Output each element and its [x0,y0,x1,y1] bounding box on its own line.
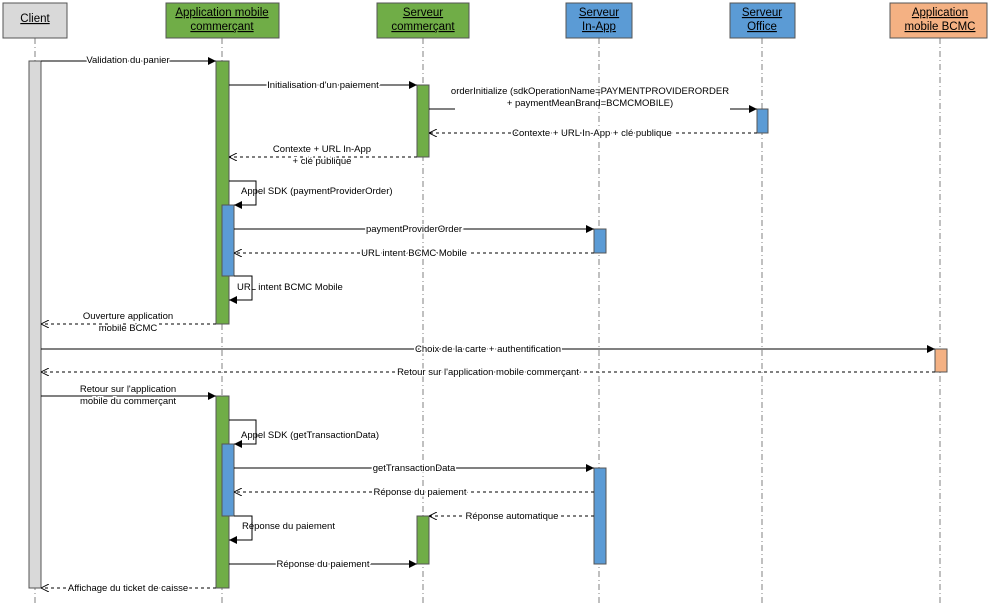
text-line: Initialisation d'un paiement [267,80,379,91]
message-reponse-paiement-serveur: Réponse du paiement [229,558,417,572]
activation-app-bcmc [934,348,948,373]
text-line: Réponse du paiement [277,559,370,570]
activation-app-sdk-2 [221,443,235,517]
text-line: Office [747,21,777,33]
text-line: Contexte + URL In-App + clé publique [512,128,672,139]
svg-text:Retour sur l'application mobil: Retour sur l'application mobile commerça… [397,367,579,378]
message-payment-provider-order: paymentProviderOrder [234,223,594,237]
text-line: mobile BCMC [905,21,976,33]
message-appel-sdk-payment: Appel SDK (paymentProviderOrder) [229,180,393,209]
text-line: Validation du panier [86,55,169,66]
svg-text:URL intent BCMC Mobile: URL intent BCMC Mobile [237,282,343,293]
text-line: URL intent BCMC Mobile [237,282,343,293]
text-line: Appel SDK (getTransactionData) [241,430,379,441]
activation-app-sdk-1 [221,204,235,277]
text-line: Application [912,7,968,19]
message-retour-app-commercant: Retour sur l'application mobile commerça… [41,366,935,380]
text-line: Affichage du ticket de caisse [68,583,188,594]
text-line: Serveur [579,7,619,19]
svg-text:Réponse du paiement: Réponse du paiement [242,521,335,532]
text-line: mobile BCMC [99,323,158,334]
text-line: Réponse du paiement [374,487,467,498]
svg-text:Appel SDK (getTransactionData): Appel SDK (getTransactionData) [241,430,379,441]
svg-text:Choix de la carte + authentifi: Choix de la carte + authentification [415,344,561,355]
text-line: Choix de la carte + authentification [415,344,561,355]
message-get-transaction-data: getTransactionData [234,462,594,476]
svg-text:orderInitialize (sdkOperationN: orderInitialize (sdkOperationName=PAYMEN… [451,86,729,109]
svg-text:Initialisation d'un paiement: Initialisation d'un paiement [267,80,379,91]
actor-app-bcmc: Application mobile BCMC [889,2,988,39]
activation-client [28,60,42,589]
text-line: mobile du commerçant [80,396,176,407]
text-line: + paymentMeanBrand=BCMCMOBILE) [507,98,673,109]
message-order-initialize: orderInitialize (sdkOperationName=PAYMEN… [429,86,757,113]
text-line: Serveur [742,7,782,19]
actor-app-commercant: Application mobile commerçant [165,2,280,39]
text-line: commerçant [190,21,254,33]
message-appel-sdk-transaction: Appel SDK (getTransactionData) [229,419,379,448]
message-choix-carte: Choix de la carte + authentification [41,343,935,357]
message-affichage-ticket: Affichage du ticket de caisse [41,582,216,596]
svg-text:Validation du panier: Validation du panier [86,55,169,66]
text-line: Serveur [403,7,443,19]
message-initialisation-paiement: Initialisation d'un paiement [229,79,417,93]
svg-text:Affichage du ticket de caisse: Affichage du ticket de caisse [68,583,188,594]
text-line: Application mobile [175,7,268,19]
text-line: Contexte + URL In-App [273,144,371,155]
svg-text:URL intent BCMC Mobile: URL intent BCMC Mobile [361,248,467,259]
activation-app-commercant-1 [215,60,230,325]
activation-serveur-inapp-1 [593,228,607,254]
text-line: URL intent BCMC Mobile [361,248,467,259]
text-line: Retour sur l'application [80,384,176,395]
message-validation-panier: Validation du panier [41,54,216,68]
text-line: In-App [582,21,616,33]
svg-text:getTransactionData: getTransactionData [373,463,456,474]
text-line: Retour sur l'application mobile commerça… [397,367,579,378]
message-contexte-retour-office: Contexte + URL In-App + clé publique [429,127,757,141]
svg-text:Client: Client [20,13,50,25]
activation-serveur-inapp-2 [593,467,607,565]
text-line: Appel SDK (paymentProviderOrder) [241,186,393,197]
activation-serveur-office [756,108,769,134]
text-line: getTransactionData [373,463,456,474]
svg-text:Réponse automatique: Réponse automatique [466,511,559,522]
svg-text:Réponse du paiement: Réponse du paiement [277,559,370,570]
svg-text:Contexte + URL In-App + clé pu: Contexte + URL In-App + clé publique [512,128,672,139]
message-reponse-paiement-inapp: Réponse du paiement [234,486,594,500]
text-line: orderInitialize (sdkOperationName=PAYMEN… [451,86,729,97]
text-line: + clé publique [293,156,352,167]
message-contexte-retour-app: Contexte + URL In-App+ clé publique [229,143,417,169]
svg-text:paymentProviderOrder: paymentProviderOrder [366,224,462,235]
text-line: Réponse automatique [466,511,559,522]
message-reponse-automatique: Réponse automatique [429,510,594,524]
svg-text:Réponse du paiement: Réponse du paiement [374,487,467,498]
actor-client: Client [2,2,68,39]
message-reponse-paiement-self: Réponse du paiement [229,515,335,544]
message-url-intent-retour: URL intent BCMC Mobile [234,247,594,261]
message-url-intent-self: URL intent BCMC Mobile [229,275,343,304]
text-line: commerçant [391,21,455,33]
text-line: paymentProviderOrder [366,224,462,235]
actor-serveur-commercant: Serveur commerçant [376,2,470,39]
activation-serveur-commercant-2 [416,515,430,565]
text-line: Client [20,13,50,25]
activation-serveur-commercant-1 [416,84,430,158]
svg-text:Appel SDK (paymentProviderOrde: Appel SDK (paymentProviderOrder) [241,186,393,197]
text-line: Ouverture application [83,311,173,322]
svg-text:Contexte + URL In-App+ clé pub: Contexte + URL In-App+ clé publique [273,144,371,167]
text-line: Réponse du paiement [242,521,335,532]
